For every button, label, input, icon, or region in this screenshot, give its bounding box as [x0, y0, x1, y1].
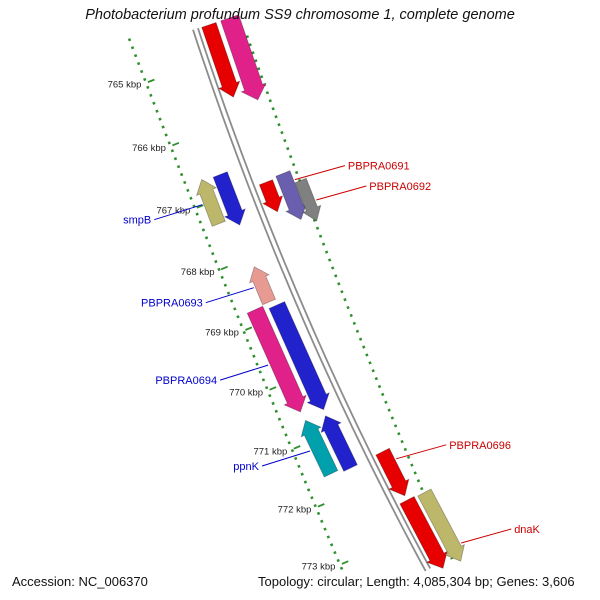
gene-arrow-dnaK[interactable]: [417, 488, 465, 562]
gene-arrow-PBPRA0692[interactable]: [294, 177, 322, 222]
gene-label-leader-PBPRA0691: [294, 165, 346, 181]
outer-dotted-line: [245, 35, 454, 560]
ruler-tick-label: 767 kbp: [156, 205, 190, 216]
topology-text: Topology: circular; Length: 4,085,304 bp…: [258, 574, 575, 589]
genome-backbone-core: [193, 28, 430, 571]
ruler-tick-label: 773 kbp: [302, 562, 336, 573]
ruler-tick: [220, 265, 228, 271]
gene-label-leader-PBPRA0692: [316, 185, 367, 201]
gene-arrow-g766-red[interactable]: [258, 179, 284, 213]
accession-text: Accession: NC_006370: [12, 574, 148, 589]
page-title: Photobacterium profundum SS9 chromosome …: [85, 7, 515, 23]
ruler-tick-label: 772 kbp: [278, 504, 312, 515]
gene-label-leader-ppnK: [261, 450, 311, 467]
gene-label-leader-PBPRA0694: [219, 364, 269, 381]
gene-label-PBPRA0692[interactable]: PBPRA0692: [369, 181, 431, 193]
gene-label-PBPRA0691[interactable]: PBPRA0691: [348, 161, 410, 173]
gene-arrow-PBPRA0693[interactable]: [248, 266, 277, 306]
gene-label-dnaK[interactable]: dnaK: [514, 524, 540, 536]
ruler-tick: [196, 204, 204, 209]
ruler-tick: [269, 386, 277, 391]
ruler-tick-label: 769 kbp: [205, 328, 239, 339]
gene-arrow-g770-blue[interactable]: [320, 415, 358, 472]
gene-label-leader-PBPRA0693: [205, 287, 254, 304]
ruler-tick: [245, 326, 253, 331]
gene-label-PBPRA0696[interactable]: PBPRA0696: [449, 440, 511, 452]
gene-arrow-g766-blue[interactable]: [212, 171, 246, 226]
gene-arrow-ppnK[interactable]: [300, 419, 339, 478]
ruler-tick-label: 770 kbp: [229, 387, 263, 398]
ruler-tick-label: 765 kbp: [108, 80, 142, 91]
ruler-tick-label: 771 kbp: [253, 446, 287, 457]
gene-arrow-PBPRA0694[interactable]: [246, 305, 307, 413]
ruler-tick: [293, 445, 301, 450]
gene-label-smpB[interactable]: smpB: [123, 215, 151, 227]
gene-arrow-g769-blue[interactable]: [268, 301, 330, 411]
ruler-tick: [317, 503, 325, 508]
gene-arrow-g765-red[interactable]: [201, 21, 241, 98]
gene-arrow-g765-magenta[interactable]: [220, 14, 267, 101]
ruler-dotted-line: [127, 38, 346, 575]
ruler-tick: [147, 78, 155, 83]
ruler-tick-label: 768 kbp: [181, 267, 215, 278]
gene-arrow-PBPRA0696[interactable]: [375, 447, 410, 497]
gene-label-leader-PBPRA0696: [396, 444, 447, 460]
ruler-tick: [341, 560, 349, 565]
gene-arrow-g772-red[interactable]: [399, 495, 448, 569]
gene-label-leader-smpB: [154, 204, 203, 221]
gene-label-PBPRA0694[interactable]: PBPRA0694: [155, 375, 217, 387]
status-bar: Accession: NC_006370 Topology: circular;…: [0, 572, 600, 596]
ruler-tick: [172, 141, 180, 147]
gene-label-leader-dnaK: [461, 528, 512, 544]
gene-label-PBPRA0693[interactable]: PBPRA0693: [141, 298, 203, 310]
gene-label-ppnK[interactable]: ppnK: [233, 461, 259, 473]
ruler-tick-label: 766 kbp: [132, 143, 166, 154]
gene-arrow-smpB[interactable]: [195, 178, 226, 227]
